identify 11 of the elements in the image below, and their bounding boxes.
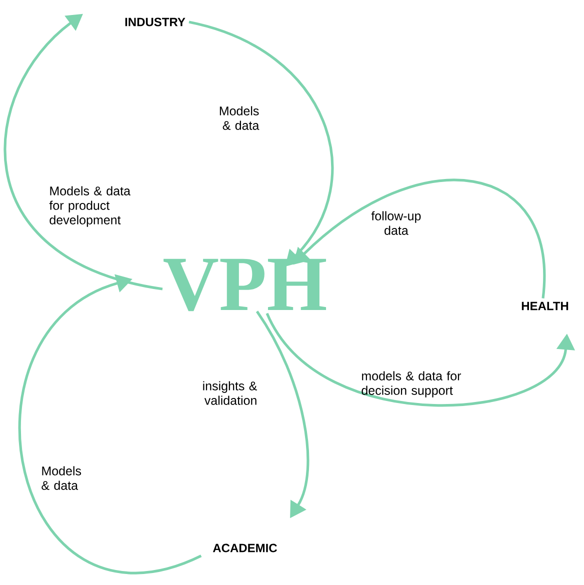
sector-label: ACADEMIC bbox=[212, 544, 277, 552]
edge-label: follow-up data bbox=[371, 211, 421, 235]
center-title: VPH bbox=[164, 258, 326, 312]
edge-label: Models & data for product development bbox=[49, 186, 130, 227]
sector-label: HEALTH bbox=[522, 302, 568, 310]
arrow bbox=[18, 274, 202, 573]
edge-label: insights & validation bbox=[203, 381, 257, 405]
edge-label: models & data for decision support bbox=[362, 371, 462, 398]
edge-label: Models & data bbox=[220, 106, 260, 130]
sector-label: INDUSTRY bbox=[125, 18, 186, 26]
edge-label: Models & data bbox=[42, 466, 82, 490]
